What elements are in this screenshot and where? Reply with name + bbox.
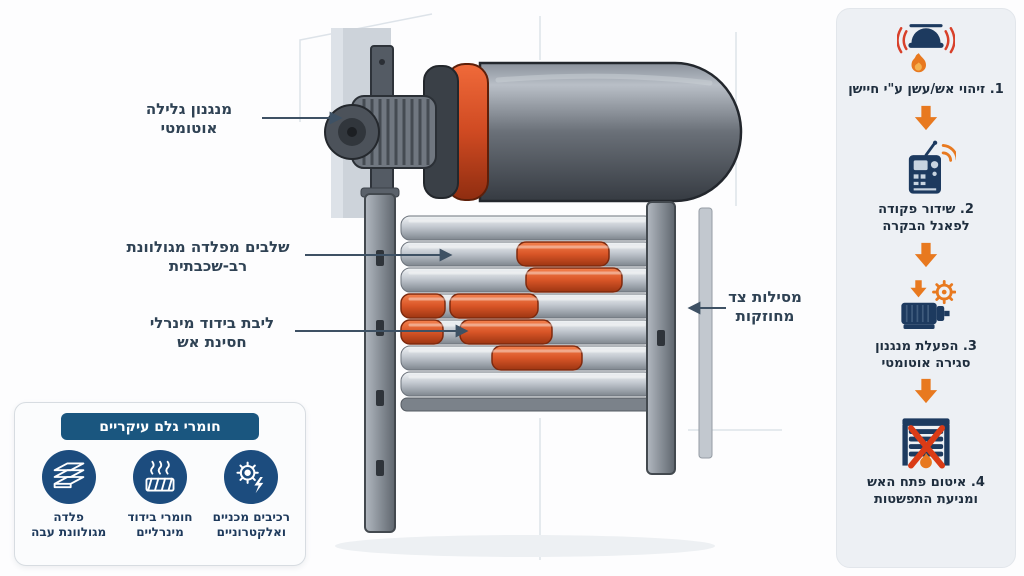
materials-panel: חומרי גלם עיקריים פלדה מגולוונת עבה — [14, 402, 306, 566]
sealed-shutter-icon — [896, 412, 956, 472]
material-item-components: רכיבים מכניים ואלקטרוניים — [207, 450, 295, 540]
flow-arrow-down-1 — [913, 105, 939, 135]
flow-arrow-down-3 — [913, 378, 939, 408]
materials-row: פלדה מגולוונת עבה חומ — [15, 450, 305, 540]
callout-label-insulation: ליבת בידוד מינרלי חסינת אש — [149, 314, 275, 352]
step-3-caption: 3. הפעלת מנגנון סגירה אוטומטי — [875, 338, 977, 371]
left-guide-rail — [360, 187, 400, 533]
material-item-insulation: חומרי בידוד מינרליים — [116, 450, 204, 540]
galvanized-steel-sheets-icon — [41, 450, 96, 504]
step-2-caption: 2. שידור פקודה לפאנל הבקרה — [878, 201, 974, 234]
flow-arrow-down-2 — [913, 242, 939, 272]
shutter-diagram-illustration — [262, 13, 782, 560]
insulation-orange-segments — [400, 241, 623, 371]
material-item-steel: פלדה מגולוונת עבה — [25, 450, 113, 540]
callout-label-rails: מסילות צד מחוזקות — [728, 288, 802, 326]
secondary-right-post — [698, 207, 713, 459]
curtain-slats — [400, 215, 654, 412]
mechanical-electronic-components-icon — [224, 450, 279, 504]
mineral-insulation-icon — [132, 450, 187, 504]
floor-shadow — [335, 535, 715, 557]
right-guide-rail — [646, 201, 713, 475]
materials-panel-title: חומרי גלם עיקריים — [61, 413, 259, 440]
roller-barrel — [423, 61, 743, 203]
step-1-caption: 1. זיהוי אש/עשן ע"י חיישן — [848, 82, 1004, 97]
callout-label-motor: מנגנון גלילה אוטומטי — [145, 100, 233, 138]
rolling-motor — [324, 95, 437, 169]
callout-label-slats: שלבים מפלדה מגולוונת רב-שכבתית — [126, 238, 290, 276]
fire-response-process-panel: 1. זיהוי אש/עשן ע"י חיישן 2. שידור פקודה… — [836, 8, 1016, 568]
smoke-detector-icon — [897, 21, 955, 79]
material-label-components: רכיבים מכניים ואלקטרוניים — [212, 510, 290, 539]
step-4-caption: 4. איטום פתח האש ומניעת התפשטות — [867, 475, 985, 508]
material-label-insulation: חומרי בידוד מינרליים — [127, 510, 193, 539]
curtain-bottom-bar — [400, 397, 654, 412]
control-panel-icon — [896, 139, 956, 199]
material-label-steel: פלדה מגולוונת עבה — [31, 510, 107, 539]
closing-motor-icon — [896, 276, 956, 336]
